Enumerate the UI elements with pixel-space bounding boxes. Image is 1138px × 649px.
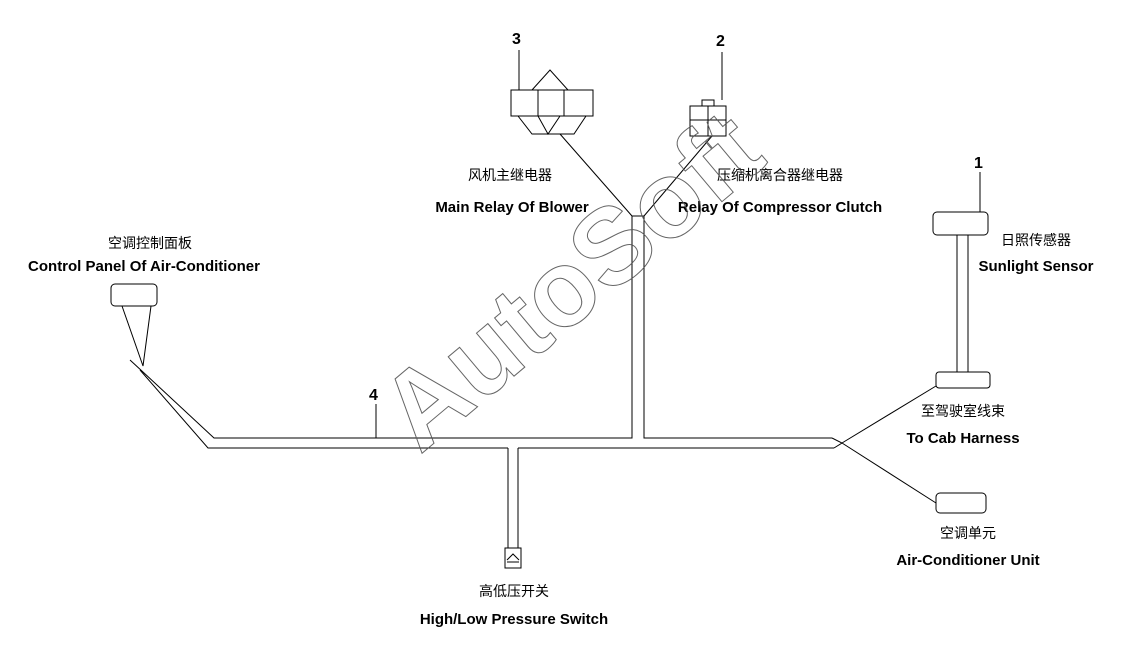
ac-unit-label-en: Air-Conditioner Unit — [896, 552, 1039, 569]
pressure-switch-connector — [504, 547, 522, 569]
compressor-relay-number: 2 — [716, 33, 725, 50]
ac-unit-label-cn: 空调单元 — [940, 526, 996, 542]
compressor-relay-label-en: Relay Of Compressor Clutch — [678, 199, 882, 216]
ac-unit-connector — [841, 442, 987, 514]
compressor-relay-connector — [643, 52, 727, 217]
blower-relay-label-en: Main Relay Of Blower — [435, 199, 589, 216]
control-panel-connector — [110, 283, 158, 367]
pressure-switch-label-cn: 高低压开关 — [479, 583, 549, 600]
harness-point-number: 4 — [369, 387, 378, 404]
blower-relay-connector — [510, 50, 633, 217]
sunlight-sensor-label-en: Sunlight Sensor — [978, 258, 1093, 275]
cab-harness-label-en: To Cab Harness — [906, 430, 1019, 447]
sunlight-sensor-number: 1 — [974, 155, 983, 172]
sunlight-sensor-label-cn: 日照传感器 — [1001, 232, 1071, 249]
control-panel-label-en: Control Panel Of Air-Conditioner — [28, 258, 260, 275]
main-harness — [129, 215, 844, 548]
control-panel-label-cn: 空调控制面板 — [108, 236, 192, 252]
compressor-relay-label-cn: 压缩机离合器继电器 — [717, 167, 843, 184]
watermark: AutoSoft — [357, 87, 784, 473]
pressure-switch-label-en: High/Low Pressure Switch — [420, 611, 608, 628]
cab-harness-label-cn: 至驾驶室线束 — [921, 403, 1005, 420]
blower-relay-number: 3 — [512, 31, 521, 48]
sunlight-sensor-connector — [841, 172, 991, 444]
blower-relay-label-cn: 风机主继电器 — [468, 168, 552, 184]
